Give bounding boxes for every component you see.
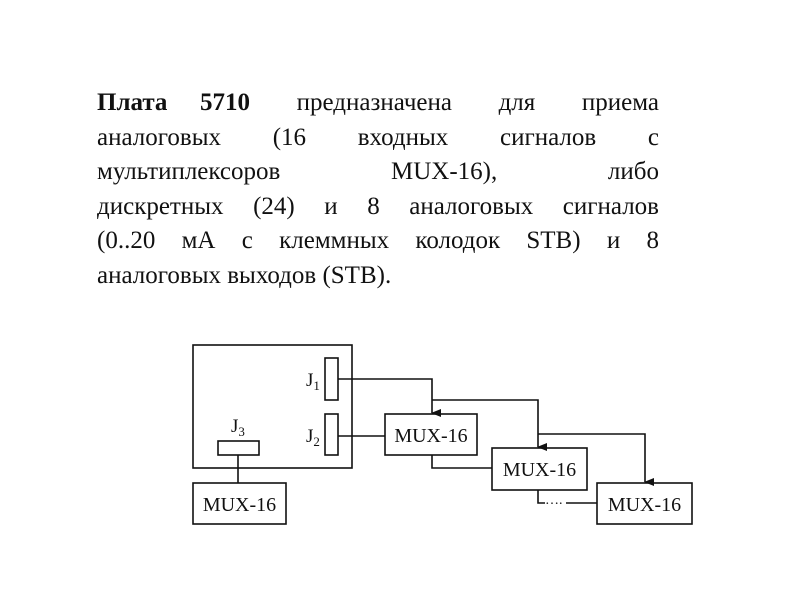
- wire-mux3-mux4: [537, 490, 597, 504]
- connector-j2: [324, 413, 339, 456]
- j1-label: J1: [306, 370, 320, 393]
- wire-bus-mux3-arrow: [432, 399, 547, 451]
- wire-j1-mux2-arrow: [338, 378, 441, 417]
- board-name: Плата 5710: [97, 89, 251, 116]
- description-paragraph: Плата 5710 предназначена для приема анал…: [97, 86, 659, 294]
- text-line-2: аналоговых (16 входных сигналов с: [97, 123, 659, 151]
- text-line-1: Плата 5710 предназначена для приема: [97, 89, 659, 116]
- j2-label: J2: [306, 426, 320, 449]
- connector-j1: [324, 357, 339, 401]
- mux-label-2: MUX-16: [394, 425, 467, 447]
- connector-j3: [217, 440, 260, 456]
- j3-label: J3: [231, 416, 245, 439]
- text-line-5: (0..20 мА с клеммных колодок STB) и 8: [97, 227, 659, 255]
- wire-mux2-mux3: [431, 455, 492, 469]
- text-line-4: дискретных (24) и 8 аналоговых сигналов: [97, 192, 659, 220]
- board-5710: [192, 344, 353, 469]
- text-line-3: мультиплексоров MUX-16), либо: [97, 158, 659, 186]
- text-line-6: аналоговых выходов (STB).: [97, 261, 392, 289]
- wire-bus-mux4-arrow: [538, 433, 654, 486]
- mux-label-3: MUX-16: [503, 459, 576, 481]
- ellipsis: ….: [545, 493, 563, 508]
- mux-label-4: MUX-16: [608, 494, 681, 516]
- mux-label-1: MUX-16: [203, 494, 276, 516]
- mux-box-1: [192, 482, 287, 525]
